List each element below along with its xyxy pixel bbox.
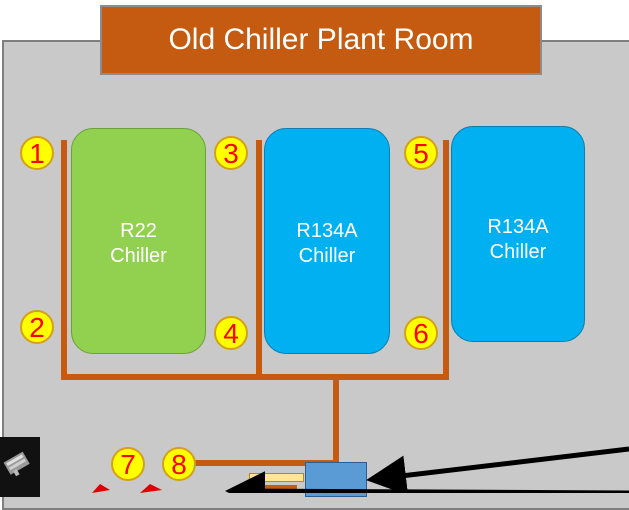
chiller-type-label: R22: [120, 220, 157, 242]
point-marker-4: 4: [214, 316, 248, 350]
equipment-photo: [0, 437, 40, 497]
chiller-r22: R22 Chiller: [71, 128, 206, 354]
pipe-bottom-header: [61, 374, 449, 380]
photo-graphic: [0, 437, 40, 497]
pipe-left-vertical: [61, 140, 67, 380]
chiller-r134a-1: R134A Chiller: [264, 128, 390, 354]
pipe-drop: [333, 378, 339, 466]
point-marker-7: 7: [111, 447, 145, 481]
red-arrow-left: [92, 484, 110, 493]
pipe-branch: [190, 460, 338, 466]
point-marker-8: 8: [162, 447, 196, 481]
point-marker-1: 1: [20, 136, 54, 170]
point-marker-6: 6: [404, 316, 438, 350]
pointer-arrow-upper: [366, 446, 629, 493]
point-marker-5: 5: [404, 136, 438, 170]
chiller-type-label: R134A: [487, 216, 549, 238]
diagram-title: Old Chiller Plant Room: [100, 5, 542, 75]
chiller-label: Chiller: [489, 241, 547, 263]
arrow-layer: [92, 446, 629, 493]
point-marker-2: 2: [20, 310, 54, 344]
point-marker-3: 3: [214, 136, 248, 170]
red-arrow-right: [140, 484, 162, 493]
chiller-label: Chiller: [298, 245, 356, 267]
chiller-label: Chiller: [110, 245, 167, 267]
pipe-middle-vertical: [256, 140, 262, 380]
chiller-r134a-2: R134A Chiller: [451, 126, 585, 342]
pipe-right-vertical: [443, 140, 449, 380]
chiller-type-label: R134A: [296, 220, 358, 242]
